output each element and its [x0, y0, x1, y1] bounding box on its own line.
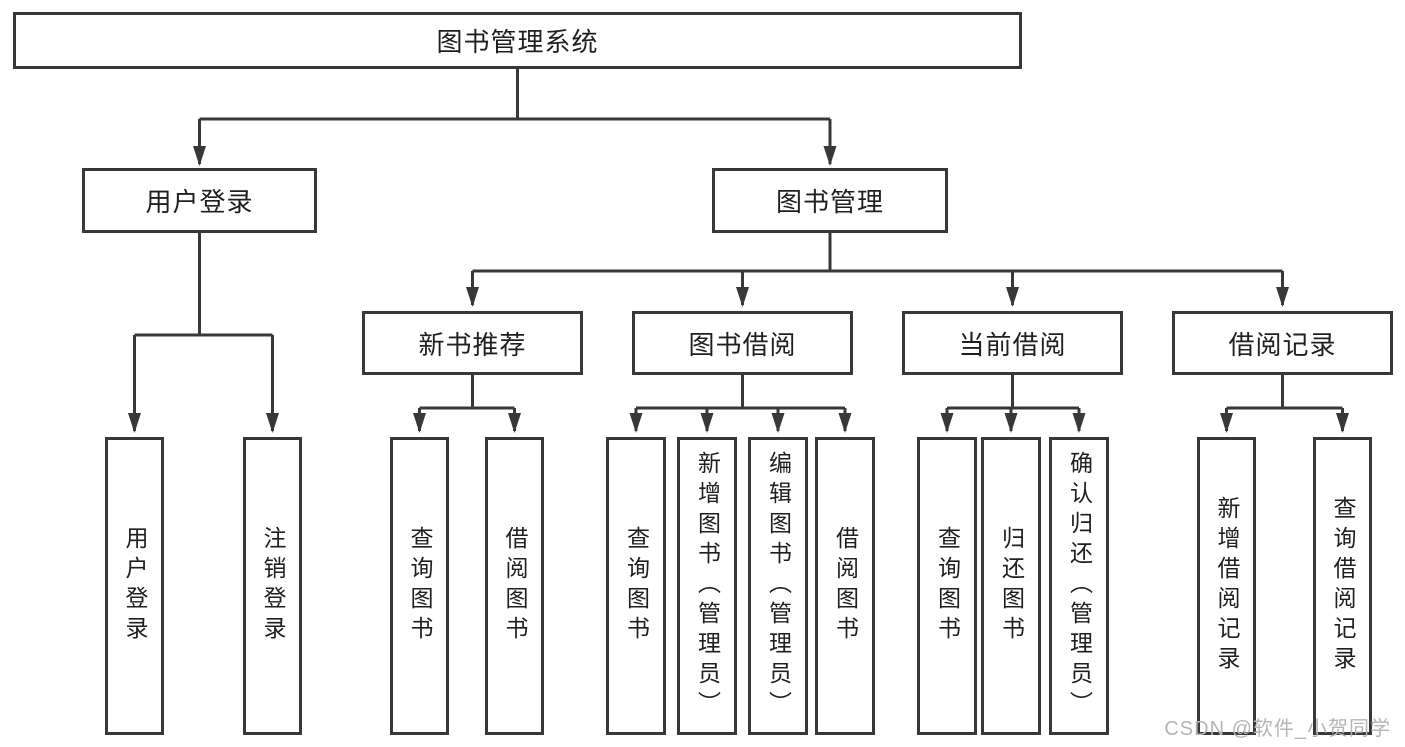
node-label: 查询图书: [623, 526, 650, 646]
node-new-book-recommend: 新书推荐: [362, 311, 583, 375]
csdn-watermark: CSDN @软件_小贺同学: [1164, 718, 1391, 740]
node-label: 查询图书: [407, 526, 433, 646]
leaf-logout: 注销登录: [243, 437, 302, 735]
node-label: 确认归还（管理员）: [1066, 451, 1093, 721]
leaf-return-books: 归还图书: [981, 437, 1041, 735]
node-label: 借阅记录: [1228, 329, 1337, 360]
leaf-add-borrow-record: 新增借阅记录: [1197, 437, 1256, 735]
node-label: 用户登录: [122, 526, 148, 646]
leaf-borrow-books: 借阅图书: [815, 437, 875, 735]
node-label: 注销登录: [260, 526, 286, 646]
leaf-confirm-return-admin: 确认归还（管理员）: [1049, 437, 1109, 735]
node-label: 当前借阅: [958, 329, 1067, 360]
leaf-query-books-current: 查询图书: [917, 437, 977, 735]
node-label: 查询图书: [934, 526, 961, 646]
leaf-query-books-recommend: 查询图书: [390, 437, 449, 735]
leaf-add-books-admin: 新增图书（管理员）: [677, 437, 737, 735]
node-label: 借阅图书: [502, 526, 528, 646]
node-label: 查询借阅记录: [1330, 496, 1356, 676]
node-label: 借阅图书: [832, 526, 859, 646]
leaf-query-books-borrowing: 查询图书: [606, 437, 666, 735]
node-label: 新增图书（管理员）: [694, 451, 721, 721]
leaf-edit-books-admin: 编辑图书（管理员）: [748, 437, 808, 735]
node-user-login: 用户登录: [82, 168, 317, 233]
node-book-borrowing: 图书借阅: [632, 311, 853, 375]
node-label: 新增借阅记录: [1214, 496, 1240, 676]
node-current-borrowing: 当前借阅: [902, 311, 1123, 375]
leaf-borrow-books-recommend: 借阅图书: [485, 437, 544, 735]
node-label: 图书借阅: [688, 329, 797, 360]
node-label: 用户登录: [145, 187, 254, 217]
node-library-management-system: 图书管理系统: [13, 12, 1022, 69]
node-label: 图书管理: [775, 187, 884, 217]
node-borrowing-records: 借阅记录: [1172, 311, 1393, 375]
leaf-user-login: 用户登录: [105, 437, 164, 735]
node-label: 编辑图书（管理员）: [765, 451, 792, 721]
node-book-management: 图书管理: [712, 168, 948, 233]
node-label: 图书管理系统: [436, 27, 599, 57]
node-label: 归还图书: [998, 526, 1025, 646]
leaf-query-borrow-record: 查询借阅记录: [1313, 437, 1372, 735]
node-label: 新书推荐: [418, 329, 527, 360]
